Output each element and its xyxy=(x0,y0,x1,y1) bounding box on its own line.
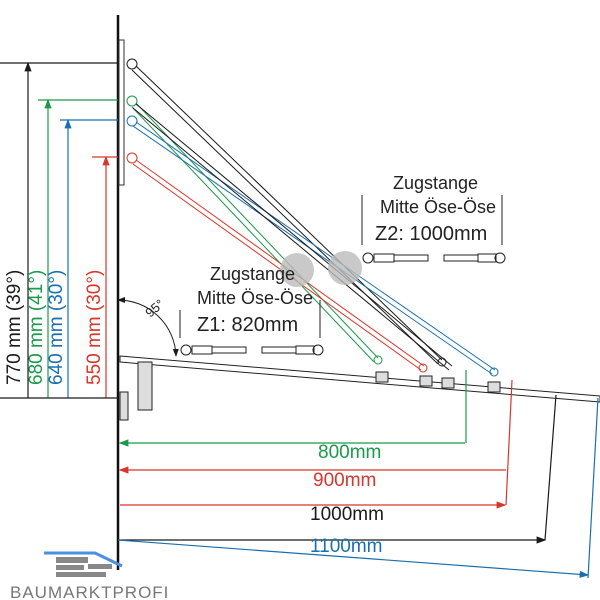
wall-rail xyxy=(118,39,125,186)
z1-title: Zugstange xyxy=(210,264,295,284)
rod-z2-illustration xyxy=(361,195,506,264)
z1-length: Z1: 820mm xyxy=(197,314,298,336)
z2-subtitle: Mitte Öse-Öse xyxy=(380,197,496,217)
z1-subtitle: Mitte Öse-Öse xyxy=(197,288,313,308)
dim-1000: 1000mm xyxy=(310,504,384,525)
logo-text: BAUMARKTPROFI xyxy=(10,583,169,600)
angle-arc xyxy=(117,297,179,357)
dim-640: 640 mm (30°) xyxy=(46,270,67,385)
angle-label: 95° xyxy=(142,296,167,320)
extra-black-rod xyxy=(132,103,453,371)
marker-z1 xyxy=(280,253,314,287)
dim-800: 800mm xyxy=(318,442,381,463)
canopy-brackets xyxy=(119,361,501,421)
marker-z2 xyxy=(328,251,362,285)
dim-1100: 1100mm xyxy=(310,536,383,557)
rod-blue xyxy=(126,115,499,377)
dim-550: 550 mm (30°) xyxy=(84,270,105,385)
rod-green xyxy=(126,95,383,365)
z2-title: Zugstange xyxy=(393,173,478,193)
dim-900: 900mm xyxy=(313,470,376,491)
rod-red xyxy=(126,152,428,373)
z2-length: Z2: 1000mm xyxy=(375,223,487,245)
baumarktprofi-logo: BAUMARKTPROFI xyxy=(10,551,169,600)
rod-z1-illustration xyxy=(179,300,324,356)
dim-680: 680 mm (41°) xyxy=(26,270,47,385)
canopy-panel xyxy=(119,355,600,403)
dim-770: 770 mm (39°) xyxy=(4,270,25,385)
